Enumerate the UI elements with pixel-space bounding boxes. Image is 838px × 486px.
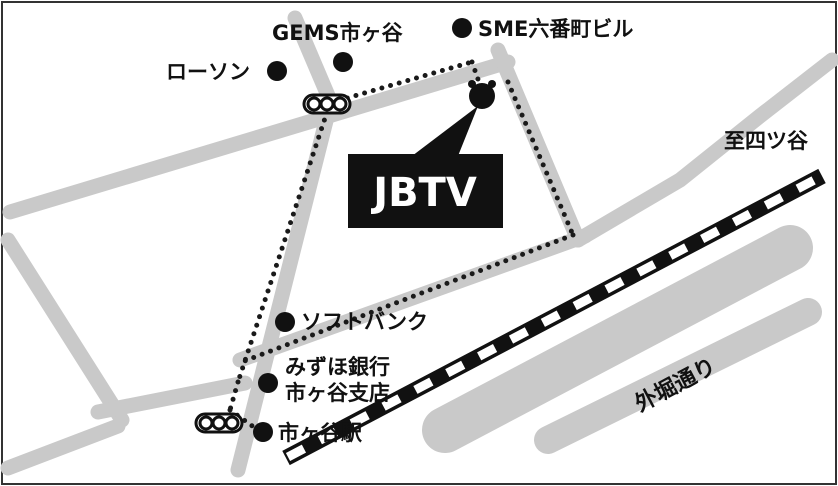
label-sme: SME六番町ビル xyxy=(478,17,633,41)
dot-marker-icon xyxy=(275,312,295,332)
label-mizuho-1: みずほ銀行 xyxy=(285,355,390,379)
label-lawson: ローソン xyxy=(166,60,250,84)
route-to-destination xyxy=(469,59,483,88)
dot-marker-icon xyxy=(333,52,353,72)
route-main xyxy=(235,100,333,385)
road-right-curve xyxy=(570,52,838,248)
label-station: 市ヶ谷駅 xyxy=(278,421,363,445)
dot-marker-icon xyxy=(253,422,273,442)
road-lower-left xyxy=(90,375,253,420)
label-softbank: ソフトバンク xyxy=(301,310,428,334)
route-right xyxy=(505,79,576,238)
road-right-vertical xyxy=(490,42,586,248)
label-mizuho-2: 市ヶ谷支店 xyxy=(285,381,390,405)
brand-label: JBTV xyxy=(370,170,477,216)
label-yotsuya: 至四ツ谷 xyxy=(724,129,809,153)
dot-marker-icon xyxy=(267,61,287,81)
route-middle xyxy=(239,232,576,365)
road-bottom-left xyxy=(0,418,126,476)
road-left-diagonal xyxy=(0,232,130,428)
roads xyxy=(0,10,838,478)
road-sotobori-lower xyxy=(534,298,822,454)
road-top-diagonal xyxy=(2,54,516,220)
dot-marker-icon xyxy=(452,18,472,38)
road-gems-street xyxy=(287,10,340,113)
dot-marker-icon xyxy=(258,373,278,393)
callout-pointer xyxy=(412,106,478,156)
label-gems: GEMS市ヶ谷 xyxy=(272,21,404,45)
road-main-vertical xyxy=(230,97,338,478)
brand-box xyxy=(348,154,503,228)
route-top xyxy=(327,59,475,106)
road-sotobori-upper xyxy=(422,225,813,453)
railway-inner xyxy=(285,173,823,461)
walking-route xyxy=(227,59,576,431)
destination-pin-icon xyxy=(468,80,496,109)
traffic-light-icon xyxy=(194,412,244,434)
route-to-station xyxy=(227,407,258,431)
railway xyxy=(282,168,826,466)
traffic-light-icon xyxy=(302,93,352,115)
